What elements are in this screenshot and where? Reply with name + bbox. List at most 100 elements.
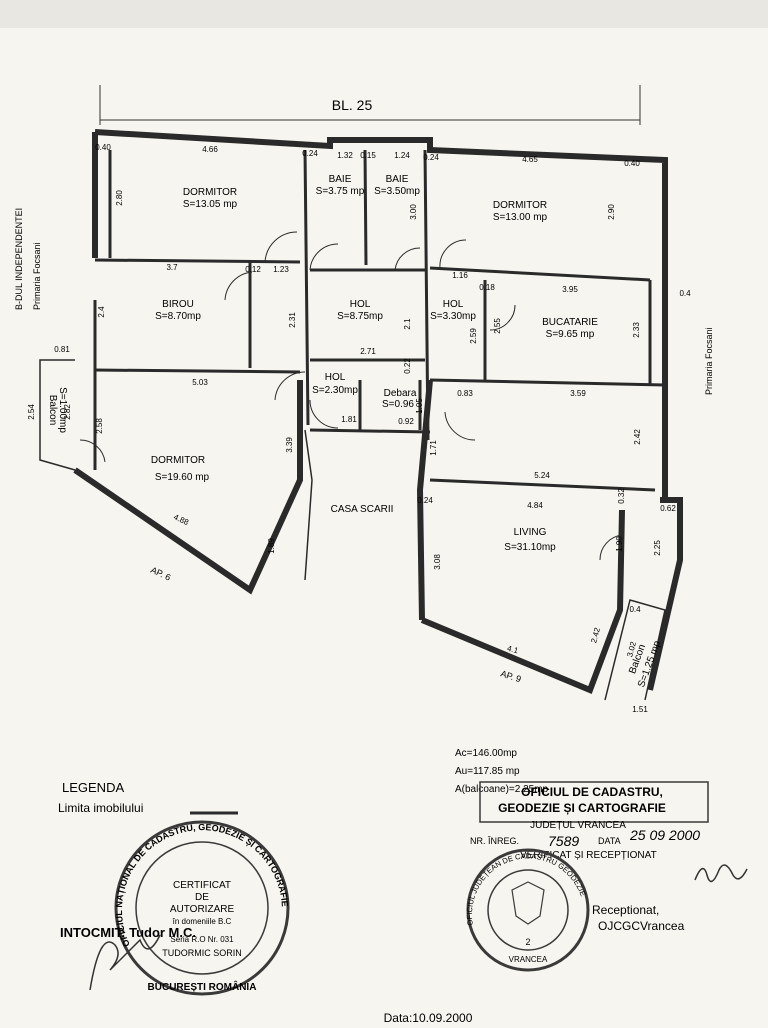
- dimension: 3.59: [570, 389, 586, 398]
- dimension: 1.23: [273, 265, 289, 274]
- legend-item: Limita imobilului: [58, 801, 143, 815]
- dimension: 2.25: [653, 540, 662, 556]
- door-arcs: [79, 231, 623, 561]
- dimension: 3.08: [433, 554, 442, 570]
- dimension: 3.02: [625, 640, 638, 658]
- dimension: 2.31: [288, 312, 297, 328]
- dimension: 2.71: [360, 347, 376, 356]
- dimension: 0.81: [54, 345, 70, 354]
- dimension: 4.65: [522, 155, 538, 164]
- round-stamp-county: OFICIUL JUDEȚEAN DE CADASTRU GEODEZIE VR…: [465, 848, 590, 972]
- dimension: 2.42: [633, 429, 642, 445]
- inner-walls: [93, 149, 666, 492]
- room-area: S=8.70mp: [155, 311, 201, 322]
- cert-stamp-bottom-text: BUCUREȘTI ROMÂNIA: [148, 980, 257, 993]
- dimension: 2.59: [469, 328, 478, 344]
- room-area: S=1.00mp: [57, 387, 68, 433]
- dimension: 4.66: [202, 145, 218, 154]
- dimension: 1.51: [632, 705, 648, 714]
- dimension: 1.81: [341, 415, 357, 424]
- dimension: 0.40: [95, 143, 111, 152]
- room-name: DORMITOR: [493, 200, 547, 211]
- room-area: S=8.75mp: [337, 311, 383, 322]
- dimension: 4.88: [172, 512, 190, 527]
- room-name: BIROU: [162, 299, 194, 310]
- round-stamp-certificate: OFICIUL NAȚIONAL DE CADASTRU, GEODEZIE Ș…: [114, 820, 290, 996]
- dimension: 0.4: [629, 605, 641, 614]
- cert-stamp-line: DE: [195, 892, 209, 903]
- office-stamp-reg-value: 7589: [548, 833, 579, 849]
- round-stamp-bottom-text: VRANCEA: [509, 955, 548, 964]
- dimension: 2.42: [589, 626, 602, 644]
- room-area: S=13.05 mp: [183, 199, 238, 210]
- office-stamp-reg-label: NR. ÎNREG.: [470, 836, 519, 846]
- dimension: 2.33: [632, 322, 641, 338]
- cert-stamp-line: TUDORMIC SORIN: [162, 948, 242, 958]
- room-name: Debara: [384, 388, 417, 399]
- cert-stamp-line: AUTORIZARE: [170, 904, 235, 915]
- dimension: 0.4: [679, 289, 691, 298]
- room-area: S=3.50mp: [374, 186, 420, 197]
- street-sub-label: Primaria Focsani: [704, 327, 714, 395]
- room-name: BUCATARIE: [542, 317, 598, 328]
- dimension: 2.4: [97, 306, 106, 318]
- neighbor-label: AP. 9: [499, 668, 522, 684]
- document-date: Data:10.09.2000: [384, 1011, 473, 1024]
- dimension: 1.71: [429, 440, 438, 456]
- room-area: S=2.30mp: [312, 385, 358, 396]
- room-name: BAIE: [329, 174, 352, 185]
- office-stamp-date-value: 25 09 2000: [629, 827, 700, 843]
- dimension: 2.54: [27, 404, 36, 420]
- dimension: 3.7: [166, 263, 178, 272]
- dimension: 2.58: [95, 418, 104, 434]
- dimension: 0.62: [660, 504, 676, 513]
- area-usable: Au=117.85 mp: [455, 766, 520, 777]
- dimension: 2.55: [493, 318, 502, 334]
- area-total: Ac=146.00mp: [455, 748, 517, 759]
- dimension: 5.03: [192, 378, 208, 387]
- cert-stamp-line: CERTIFICAT: [173, 880, 231, 891]
- outer-walls: [73, 129, 683, 694]
- building-label: BL. 25: [332, 97, 373, 113]
- room-name: HOL: [350, 299, 371, 310]
- cert-stamp-line: în domeniile B.C: [172, 917, 232, 926]
- room-name: Balcon: [47, 395, 58, 426]
- round-stamp-ring-text: OFICIUL JUDEȚEAN DE CADASTRU GEODEZIE: [465, 851, 588, 926]
- dimension: 0.32: [617, 488, 626, 504]
- stair-boundary: [304, 429, 313, 581]
- dimension: 1.16: [452, 271, 468, 280]
- dimension: 3.00: [409, 204, 418, 220]
- office-stamp-line2: GEODEZIE ȘI CARTOGRAFIE: [498, 801, 666, 815]
- coat-of-arms-icon: [511, 881, 545, 925]
- round-stamp-number: 2: [525, 937, 530, 947]
- dimension: 0.92: [398, 417, 414, 426]
- dimension: 2.82: [63, 404, 72, 420]
- dimension: 1.90: [615, 536, 624, 552]
- room-name: HOL: [443, 299, 464, 310]
- dimension: 5.24: [534, 471, 550, 480]
- office-stamp-date-label: DATA: [598, 836, 621, 846]
- neighbor-label: AP. 6: [149, 565, 172, 583]
- room-name: DORMITOR: [183, 187, 237, 198]
- room-name: CASA SCARII: [331, 504, 394, 515]
- room-name: BAIE: [386, 174, 409, 185]
- room-area: S=3.30mp: [430, 311, 476, 322]
- dimension: 3.39: [285, 437, 294, 453]
- room-area: S=3.75 mp: [316, 186, 365, 197]
- room-name: DORMITOR: [151, 455, 205, 466]
- office-stamp-verified: VERIFICAT ȘI RECEPȚIONAT: [520, 850, 657, 861]
- street-label: B-DUL INDEPENDENTEI: [14, 208, 24, 310]
- dimension: 0.12: [245, 265, 261, 274]
- signature-left: [89, 934, 161, 991]
- room-labels: DORMITOR S=13.05 mp BAIE S=3.75 mp BAIE …: [47, 174, 663, 689]
- office-stamp-received-by: OJCGCVrancea: [598, 919, 685, 933]
- dimension: 2.1: [403, 318, 412, 330]
- office-stamp: OFICIUL DE CADASTRU, GEODEZIE ȘI CARTOGR…: [470, 781, 748, 933]
- room-name: LIVING: [514, 527, 547, 538]
- balconies: [39, 359, 666, 701]
- dimension: 0.83: [457, 389, 473, 398]
- room-area: S=0.96: [382, 399, 414, 410]
- dimension: 0.15: [360, 151, 376, 160]
- dimension: 0.40: [624, 159, 640, 168]
- dimension: 4.1: [506, 644, 520, 656]
